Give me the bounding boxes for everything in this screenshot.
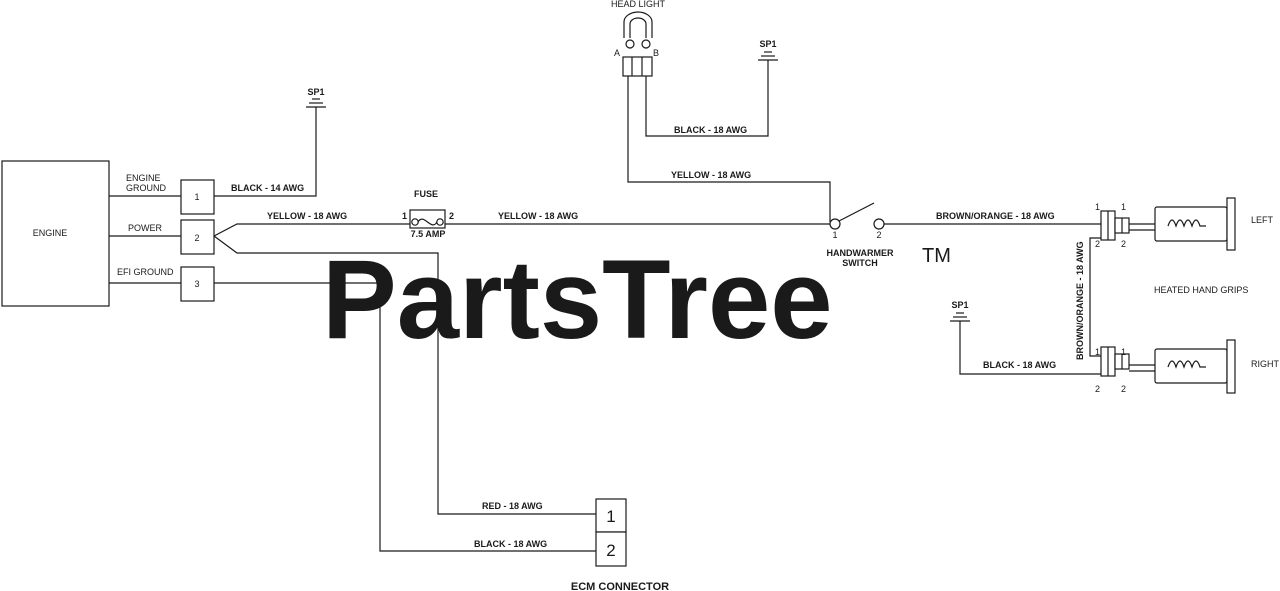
- ground-symbol-headlight: SP1: [758, 39, 778, 61]
- ground-symbol-grips: SP1: [950, 300, 970, 322]
- left-pin-2a: 2: [1095, 239, 1100, 249]
- power-label: POWER: [128, 223, 163, 233]
- wire-label-brown-orange: BROWN/ORANGE - 18 AWG: [936, 211, 1055, 221]
- right-grip-connector: 1 2 1 2: [1095, 346, 1130, 394]
- ecm-pin-2: 2: [606, 541, 615, 560]
- right-heated-grip: [1154, 339, 1236, 394]
- engine-pin-2: 2: [194, 233, 199, 243]
- heated-hand-grips-label: HEATED HAND GRIPS: [1154, 285, 1248, 295]
- wire-label-black-14: BLACK - 14 AWG: [231, 183, 304, 193]
- engine-label: ENGINE: [33, 228, 68, 238]
- wire-black-headlight: [645, 60, 769, 137]
- wire-label-black-grips: BLACK - 18 AWG: [983, 360, 1056, 370]
- fuse-element: [417, 218, 438, 226]
- wire-red-18-awg: [213, 235, 596, 515]
- sp1-label-headlight: SP1: [759, 39, 776, 49]
- ground-symbol-engine: SP1: [306, 87, 326, 108]
- wire-label-yellow-headlight: YELLOW - 18 AWG: [671, 170, 751, 180]
- wire-yellow-headlight: [627, 76, 831, 222]
- wire-black-efi-to-ecm: [214, 282, 596, 552]
- wire-yellow-power-to-fuse: [213, 223, 410, 237]
- watermark-text: PartsTree: [322, 237, 833, 362]
- right-pin-1a: 1: [1095, 347, 1100, 357]
- headlight-bulb: [623, 11, 653, 38]
- switch-label-line2: SWITCH: [842, 258, 878, 268]
- ecm-pin-2-box: [595, 531, 627, 567]
- handwarmer-switch: 1 2 HANDWARMER SWITCH: [827, 202, 894, 268]
- switch-pin-2: 2: [876, 230, 881, 240]
- watermark-trademark: TM: [922, 245, 951, 267]
- engine-pin-2-box: [180, 219, 215, 255]
- ecm-connector: 1 2 ECM CONNECTOR: [571, 498, 669, 591]
- left-heated-grip: [1154, 197, 1236, 251]
- engine-pin-1: 1: [194, 192, 199, 202]
- sp1-label-grips: SP1: [951, 300, 968, 310]
- engine-connector: 1 2 3: [180, 179, 215, 302]
- right-pin-2b: 2: [1121, 384, 1126, 394]
- left-grip-end: [1226, 197, 1236, 251]
- fuse-pin-1: 1: [402, 211, 407, 221]
- fuse-label: FUSE: [414, 189, 438, 199]
- fuse: FUSE 1 2 7.5 AMP: [402, 189, 454, 239]
- headlight-pin-a: A: [614, 48, 620, 58]
- headlight-pin-b: B: [653, 48, 659, 58]
- wire-label-black-efi: BLACK - 18 AWG: [474, 539, 547, 549]
- wire-label-brown-orange-jumper: BROWN/ORANGE - 18 AWG: [1075, 241, 1085, 360]
- engine-ground-label-line2: GROUND: [126, 183, 166, 193]
- engine-ground-label-line1: ENGINE: [126, 173, 161, 183]
- right-grip-body: [1154, 348, 1228, 384]
- head-light-label: HEAD LIGHT: [611, 0, 666, 9]
- wire-label-black-headlight: BLACK - 18 AWG: [674, 125, 747, 135]
- wire-label-red-18: RED - 18 AWG: [482, 501, 543, 511]
- right-pin-2a: 2: [1095, 384, 1100, 394]
- engine-pin-3: 3: [194, 279, 199, 289]
- ecm-pin-1: 1: [606, 507, 615, 526]
- left-pin-1b: 1: [1121, 202, 1126, 212]
- wire-black-grips: [959, 321, 1101, 375]
- left-grip-connector: 1 2 1 2: [1095, 202, 1130, 249]
- headlight-connector: [622, 56, 653, 77]
- wire-black-14-awg: [214, 107, 317, 197]
- head-light: HEAD LIGHT A B: [611, 0, 666, 77]
- engine-pin-1-box: [180, 179, 215, 215]
- watermark: PartsTree TM: [322, 237, 951, 362]
- wire-brown-orange-jumper: [1089, 237, 1101, 357]
- left-label: LEFT: [1251, 215, 1274, 225]
- fuse-rating: 7.5 AMP: [411, 229, 446, 239]
- right-grip-heating-coil: [1167, 360, 1206, 369]
- engine-box: [1, 160, 110, 307]
- switch-blade: [838, 202, 875, 222]
- right-grip-end: [1226, 339, 1236, 394]
- fuse-pin-2: 2: [449, 211, 454, 221]
- left-pin-1a: 1: [1095, 202, 1100, 212]
- engine-pin-3-box: [180, 266, 215, 302]
- efi-ground-label: EFI GROUND: [117, 267, 174, 277]
- ecm-pin-1-box: [595, 498, 627, 533]
- wire-label-yellow-power: YELLOW - 18 AWG: [267, 211, 347, 221]
- ecm-connector-label: ECM CONNECTOR: [571, 581, 669, 591]
- sp1-label-engine: SP1: [307, 87, 324, 97]
- right-label: RIGHT: [1251, 359, 1280, 369]
- left-pin-2b: 2: [1121, 239, 1126, 249]
- left-grip-heating-coil: [1167, 219, 1206, 228]
- switch-label-line1: HANDWARMER: [827, 248, 894, 258]
- engine-block: ENGINE: [1, 160, 110, 307]
- switch-pin-1: 1: [832, 230, 837, 240]
- right-pin-1b: 1: [1121, 347, 1126, 357]
- wire-label-yellow-fuse: YELLOW - 18 AWG: [498, 211, 578, 221]
